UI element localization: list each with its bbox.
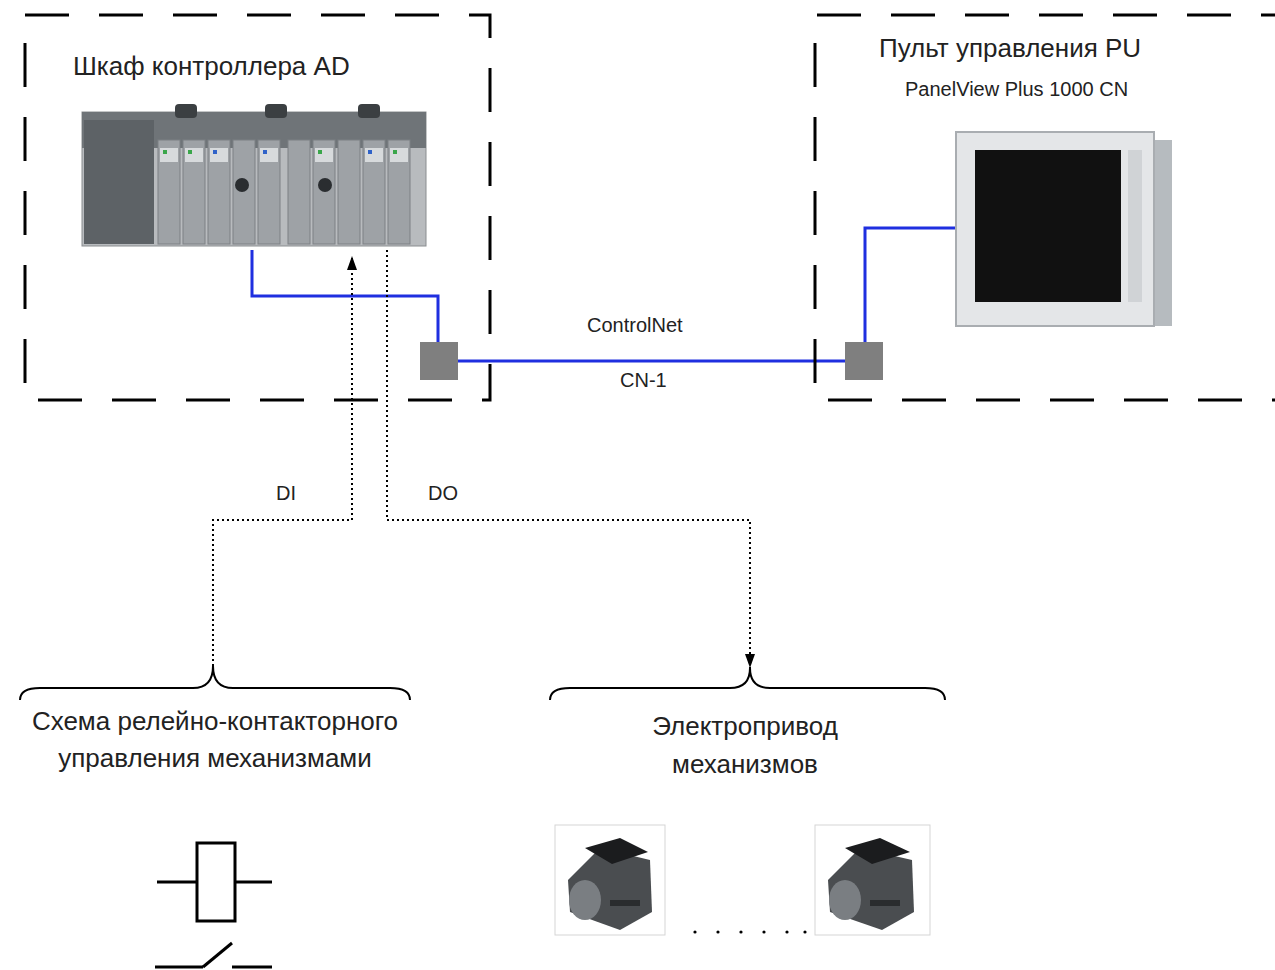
dashed-line — [25, 15, 490, 400]
handles — [175, 104, 380, 118]
dashed-line — [815, 15, 1275, 400]
arrowhead — [745, 654, 755, 668]
key-switch — [235, 178, 249, 192]
plc-rack — [82, 104, 426, 246]
controlnet-cable — [252, 228, 955, 361]
connector-line — [387, 250, 750, 668]
arrowhead — [347, 256, 357, 270]
network-tap — [845, 342, 883, 380]
edge-label: DO — [426, 481, 460, 505]
console-model: PanelView Plus 1000 CN — [905, 77, 1275, 101]
relay-scheme-group: Схема релейно-контакторного управления м… — [10, 695, 420, 815]
panel-strip — [1128, 150, 1142, 302]
power-supply — [84, 120, 154, 244]
panel-frame — [956, 132, 1154, 326]
leds — [163, 150, 397, 154]
controller-cabinet: Шкаф контроллера AD — [25, 15, 490, 400]
panel-screen — [975, 150, 1121, 302]
group-brace — [20, 666, 410, 700]
edge-label: DI — [274, 481, 298, 505]
cable-id: CN-1 — [618, 368, 669, 392]
connector-line — [252, 228, 955, 361]
module-labels — [160, 148, 408, 162]
operator-panel — [956, 132, 1172, 326]
key-switch — [318, 178, 332, 192]
group-caption: Схема релейно-контакторного управления м… — [28, 703, 403, 777]
signal-line — [387, 250, 755, 668]
control-console: Пульт управления PU PanelView Plus 1000 C… — [815, 15, 1275, 400]
signal-line — [213, 256, 357, 666]
edge-label: ControlNet — [585, 313, 685, 337]
console-title: Пульт управления PU — [879, 33, 1275, 63]
rack-body — [82, 112, 426, 246]
modules — [158, 140, 410, 244]
dashed-boundary — [815, 15, 1275, 400]
motor-icon — [555, 825, 665, 935]
relay-symbol — [155, 843, 272, 967]
drive-group: Электропривод механизмов — [545, 695, 945, 791]
connector-line — [213, 256, 352, 666]
motor-icon — [815, 825, 930, 935]
group-brace — [550, 668, 945, 700]
network-tap — [420, 342, 458, 380]
cabinet-title: Шкаф контроллера AD — [73, 51, 490, 81]
group-caption: Электропривод механизмов — [625, 707, 865, 783]
ellipsis-dots — [693, 930, 806, 933]
